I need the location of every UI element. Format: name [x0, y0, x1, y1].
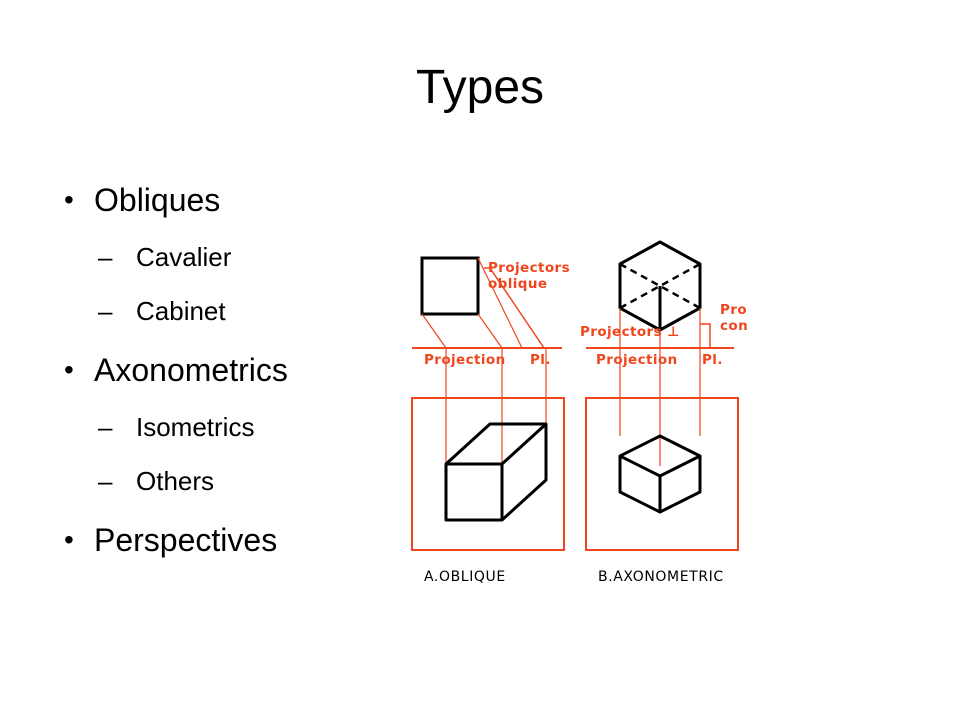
oblique-projector	[421, 313, 447, 349]
dash-icon: –	[98, 466, 113, 496]
axo-projected-cube	[618, 434, 702, 514]
plane-label-right: Projection	[596, 352, 678, 368]
bullet-obliques: • Obliques – Cavalier – Cabinet	[58, 176, 378, 338]
bullet-dot-icon: •	[64, 354, 74, 385]
axo-side-label: Pro	[720, 302, 747, 318]
sub-item-label: Others	[136, 466, 215, 496]
sub-item-cabinet: – Cabinet	[94, 284, 378, 338]
axo-projectors-label: Projectors ⊥	[580, 324, 680, 340]
plane-label-left: Projection	[424, 352, 506, 368]
axo-side-label-2: con	[720, 318, 748, 334]
oblique-box-drawing	[444, 422, 548, 522]
sub-item-label: Isometrics	[136, 412, 255, 442]
projection-diagram-svg: Projectors oblique Projection Pl. A.OBLI…	[411, 240, 748, 585]
dash-icon: –	[98, 412, 113, 442]
oblique-projector	[477, 313, 503, 349]
plane-label-left-pl: Pl.	[530, 352, 551, 368]
bullet-label: Axonometrics	[94, 352, 288, 388]
dash-icon: –	[98, 296, 113, 326]
sub-item-others: – Others	[94, 454, 378, 508]
bullet-label: Obliques	[94, 182, 221, 218]
bullet-list: • Obliques – Cavalier – Cabinet • Axonom…	[58, 176, 378, 564]
slide-title: Types	[415, 61, 545, 114]
dash-icon: –	[98, 242, 113, 272]
axo-projection-frame	[585, 397, 739, 551]
sub-item-label: Cabinet	[136, 296, 226, 326]
sub-item-isometrics: – Isometrics	[94, 400, 378, 454]
bullet-perspectives: • Perspectives	[58, 516, 378, 564]
sub-list: – Isometrics – Others	[94, 400, 378, 508]
sub-item-cavalier: – Cavalier	[94, 230, 378, 284]
caption-oblique: A.OBLIQUE	[424, 569, 506, 585]
bullet-dot-icon: •	[64, 184, 74, 215]
axo-object-cube	[618, 240, 702, 332]
bullet-dot-icon: •	[64, 524, 74, 555]
oblique-projector	[477, 257, 523, 349]
right-angle-marker-icon	[700, 323, 711, 348]
caption-axonometric: B.AXONOMETRIC	[598, 569, 724, 585]
plane-label-right-pl: Pl.	[702, 352, 723, 368]
projection-diagram: Projectors oblique Projection Pl. A.OBLI…	[408, 236, 748, 590]
oblique-projectors-label-2: oblique	[488, 276, 547, 292]
sub-item-label: Cavalier	[136, 242, 232, 272]
oblique-projectors-label: Projectors	[488, 260, 570, 276]
bullet-label: Perspectives	[94, 522, 278, 558]
oblique-projection-frame	[411, 397, 565, 551]
sub-list: – Cavalier – Cabinet	[94, 230, 378, 338]
bullet-axonometrics: • Axonometrics – Isometrics – Others	[58, 346, 378, 508]
oblique-object-square	[420, 256, 480, 316]
oblique-label-leader	[489, 267, 545, 349]
